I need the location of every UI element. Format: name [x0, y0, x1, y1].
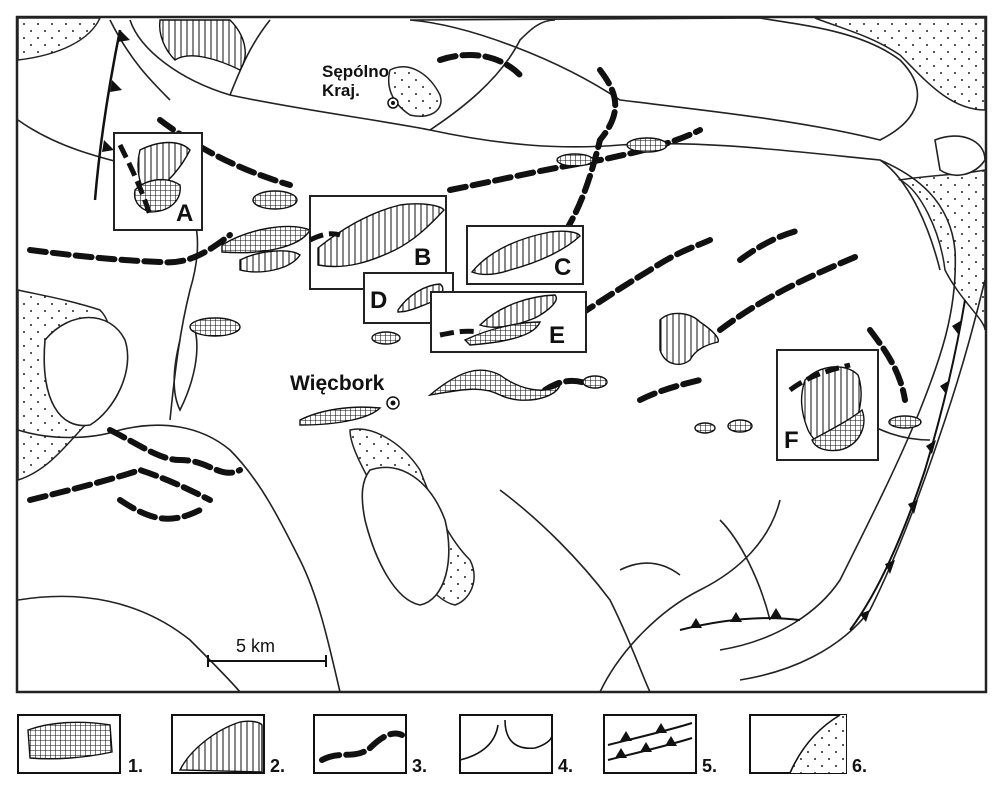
- box-f: F: [776, 349, 879, 461]
- legend-item-1: 1.: [17, 714, 143, 776]
- legend-item-2: 2.: [171, 714, 285, 776]
- valley-outlines: [17, 19, 986, 693]
- box-c: C: [466, 225, 584, 285]
- box-e: E: [430, 291, 587, 353]
- legend-number-4: 4.: [558, 756, 573, 776]
- legend-item-4: 4.: [459, 714, 573, 776]
- box-label-a: A: [176, 200, 193, 227]
- legend-number-3: 3.: [412, 756, 427, 776]
- box-label-f: F: [784, 427, 799, 454]
- scale-bar: 5 km: [207, 636, 327, 667]
- box-label-c: C: [554, 254, 571, 281]
- box-a: A: [113, 132, 203, 231]
- legend-number-6: 6.: [852, 756, 867, 776]
- legend-item-5: 5.: [603, 714, 717, 776]
- box-label-b: B: [414, 244, 431, 271]
- town-sepolno: Sępólno Kraj.: [322, 62, 399, 109]
- town-name-wiecbork: Więcbork: [290, 372, 385, 395]
- legend-number-2: 2.: [270, 756, 285, 776]
- legend: 1. 2. 3. 4. 5. 6.: [17, 714, 867, 776]
- legend-number-1: 1.: [128, 756, 143, 776]
- box-label-e: E: [549, 322, 565, 349]
- dashed-ridges: [27, 52, 908, 522]
- town-name-sepolno-line2: Kraj.: [322, 81, 360, 100]
- legend-item-6: 6.: [749, 714, 867, 776]
- barbed-line: [93, 29, 966, 631]
- box-label-d: D: [370, 287, 387, 314]
- lakes: [43, 17, 986, 606]
- crosshatch-bodies: [189, 137, 922, 434]
- legend-item-3: 3.: [313, 714, 427, 776]
- town-name-sepolno: Sępólno: [322, 62, 389, 81]
- legend-number-5: 5.: [702, 756, 717, 776]
- town-wiecbork: Więcbork: [290, 372, 400, 410]
- scale-bar-label: 5 km: [236, 636, 275, 656]
- vertical-hatch-bodies: [158, 19, 719, 366]
